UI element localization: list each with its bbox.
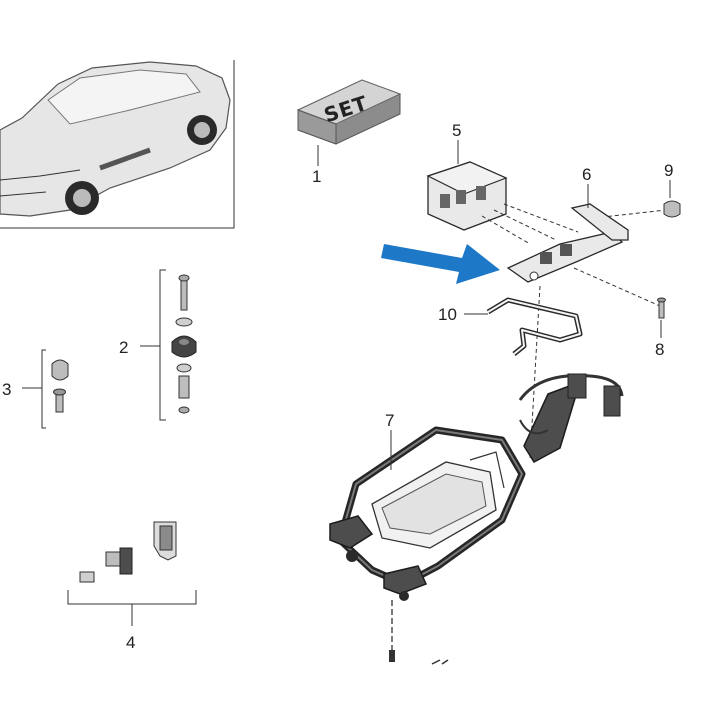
actuator-assembly-7 — [329, 373, 624, 665]
callout-9: 9 — [664, 161, 673, 180]
callout-3: 3 — [2, 380, 11, 399]
bolt-set-2 — [140, 269, 197, 421]
parts-set-4 — [67, 521, 197, 626]
callout-5: 5 — [452, 121, 461, 140]
car-icon — [0, 61, 231, 217]
nut-9 — [663, 200, 681, 218]
callout-7: 7 — [385, 411, 394, 430]
mounting-plate-6 — [506, 203, 629, 283]
callout-2: 2 — [119, 338, 128, 357]
callout-10: 10 — [438, 305, 457, 324]
callout-1: 1 — [312, 167, 321, 186]
nut-bolt-set-3 — [22, 349, 69, 429]
callout-6: 6 — [582, 165, 591, 184]
set-box: SET — [296, 79, 402, 145]
callout-4: 4 — [126, 633, 135, 652]
connector-block-5 — [426, 161, 508, 231]
wire-clip-10 — [486, 297, 583, 356]
highlight-arrow — [381, 244, 500, 284]
callout-8: 8 — [655, 340, 664, 359]
vehicle-thumbnail — [0, 60, 235, 229]
screw-8 — [657, 297, 666, 319]
